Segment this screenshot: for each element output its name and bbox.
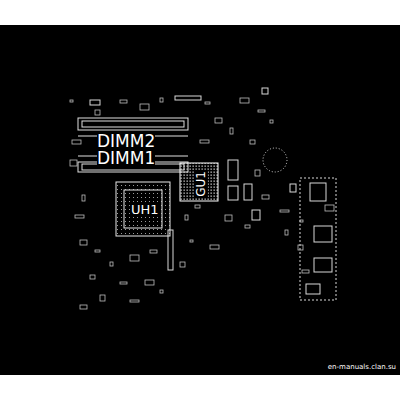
smd-component <box>160 290 163 293</box>
part-designator: GU1 <box>194 170 208 198</box>
smd-component <box>285 230 288 235</box>
chip-designator-box: UH1 <box>128 194 162 224</box>
chip-designator-box: GU1 <box>185 168 217 200</box>
smd-component <box>140 104 149 110</box>
smd-component <box>145 280 154 285</box>
smd-component <box>110 262 113 266</box>
smd-component <box>100 295 105 301</box>
smd-component <box>80 305 87 309</box>
smd-component <box>300 220 303 222</box>
smd-component <box>215 118 222 123</box>
smd-component <box>210 245 219 249</box>
smd-component <box>258 110 265 112</box>
smd-component <box>225 215 232 221</box>
smd-component <box>245 225 250 228</box>
smd-component <box>72 140 81 144</box>
smd-component <box>82 195 85 201</box>
smd-component <box>195 205 200 208</box>
smd-component <box>130 300 139 302</box>
smd-component <box>255 170 260 176</box>
smd-component <box>270 120 273 123</box>
smd-component <box>70 160 77 166</box>
smd-component <box>120 282 127 284</box>
smd-component <box>200 140 209 143</box>
smd-component <box>190 240 193 242</box>
smd-component <box>262 195 269 199</box>
smd-component <box>240 98 249 103</box>
smd-component <box>120 100 127 103</box>
smd-component <box>130 255 139 261</box>
smd-component <box>95 110 100 115</box>
smd-component <box>95 250 100 252</box>
smd-component <box>230 128 233 134</box>
smd-component <box>80 240 87 245</box>
smd-component <box>298 245 303 250</box>
smd-component <box>205 102 210 104</box>
smd-component <box>70 100 73 102</box>
smd-component <box>302 270 309 273</box>
dimm-slot-label: DIMM2 <box>97 133 155 150</box>
dimm-slot-label: DIMM1 <box>97 150 155 167</box>
smd-component <box>180 262 185 267</box>
smd-component <box>280 210 289 212</box>
smd-component <box>250 140 255 144</box>
watermark: en-manuals.clan.su <box>328 364 396 371</box>
part-designator: UH1 <box>130 202 160 217</box>
smd-component <box>75 215 84 218</box>
smd-component <box>325 205 334 211</box>
smd-component <box>90 275 95 279</box>
smd-component <box>160 98 163 102</box>
smd-component <box>150 250 157 253</box>
smd-component <box>185 215 188 220</box>
